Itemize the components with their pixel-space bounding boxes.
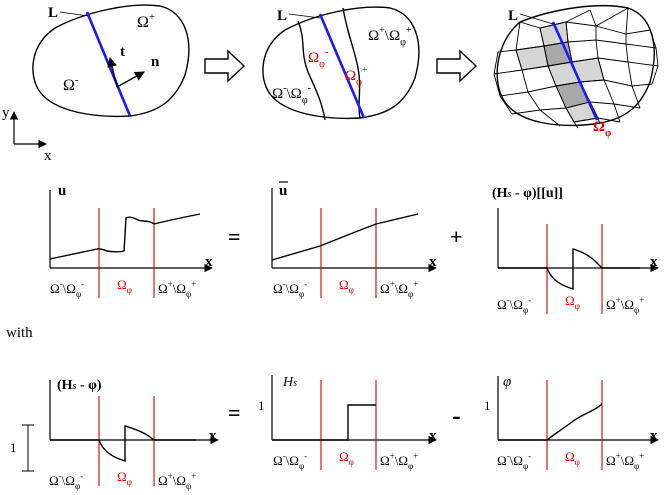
region-right-hsphi: Ω+\Ωφ+	[158, 471, 196, 491]
omega-phi-minus-2: Ωφ-	[308, 47, 328, 70]
domain-panel-2: L Ω+\Ωφ+ Ω-\Ωφ- Ωφ- Ωφ+	[262, 6, 420, 121]
axis-x-hs-minus-phi: x	[209, 428, 217, 444]
axis-x-phi: x	[650, 428, 658, 444]
mesh-panel: L Ωφ	[493, 4, 659, 139]
graph-u: u x Ω-\Ωφ- Ωφ Ω+\Ωφ+	[49, 183, 213, 299]
region-left-hsphi: Ω-\Ωφ-	[49, 471, 83, 491]
region-mid-ubar: Ωφ	[339, 277, 354, 295]
omega-plus-1: Ω+	[137, 11, 155, 31]
region-left-enriched: Ω-\Ωφ-	[497, 295, 531, 315]
label-ubar: u	[279, 183, 287, 199]
region-left-phi: Ω-\Ωφ-	[497, 451, 531, 471]
L-leader-1	[59, 11, 89, 17]
label-n: n	[151, 54, 160, 70]
graph-ubar: u x Ω-\Ωφ- Ωφ Ω+\Ωφ+	[271, 181, 437, 299]
axis-x-label: x	[44, 148, 52, 164]
region-left-ubar: Ω-\Ωφ-	[273, 279, 307, 299]
omega-plus-minus-phi-plus-2: Ω+\Ωφ+	[368, 25, 412, 48]
curve-enriched	[498, 248, 640, 290]
mesh-outline	[496, 4, 655, 127]
region-mid-phi: Ωφ	[565, 449, 580, 467]
domain-outline-1	[32, 4, 190, 118]
omega-phi-plus-2: Ωφ+	[345, 65, 368, 88]
graph-hs-minus-phi: (Hs - φ) x Ω-\Ωφ- Ωφ Ω+\Ωφ+	[49, 378, 219, 491]
label-L-3: L	[508, 8, 518, 24]
coordinate-axes: y x	[2, 105, 52, 164]
right-arrow-icon	[204, 49, 246, 83]
graph-hs: Hs 1 x Ω-\Ωφ- Ωφ Ω+\Ωφ+	[258, 375, 437, 471]
region-mid-enriched: Ωφ	[565, 293, 580, 311]
unit-scale-bar: 1	[10, 424, 34, 472]
phi-tick-one: 1	[484, 398, 491, 413]
axis-y-label: y	[2, 105, 10, 121]
region-left-hs: Ω-\Ωφ-	[273, 451, 307, 471]
graph-enriched: (Hs - φ)[[u]] x Ω-\Ωφ- Ωφ Ω+\Ωφ+	[492, 186, 659, 315]
omega-minus-1: Ω-	[63, 74, 79, 94]
label-enriched: (Hs - φ)[[u]]	[492, 186, 563, 201]
label-hs: Hs	[282, 375, 297, 390]
L-leader-2	[288, 13, 321, 19]
region-mid-u: Ωφ	[117, 277, 132, 295]
vector-n	[116, 71, 145, 88]
region-mid-hs: Ωφ	[339, 449, 354, 467]
label-phi: φ	[503, 374, 511, 390]
hs-tick-one: 1	[258, 398, 265, 413]
domain-panel-1: L Ω+ Ω- t n	[32, 4, 190, 118]
label-hs-minus-phi: (Hs - φ)	[57, 378, 102, 393]
equals-sign-2: =	[228, 400, 241, 425]
interface-line-L-1	[85, 11, 132, 117]
graph-phi: φ 1 x Ω-\Ωφ- Ωφ Ω+\Ωφ+	[484, 374, 659, 471]
curve-hs	[272, 404, 376, 441]
region-right-phi: Ω+\Ωφ+	[606, 451, 644, 471]
interface-line-L-3	[551, 21, 599, 121]
minus-sign: -	[452, 401, 461, 430]
label-u: u	[58, 183, 66, 199]
curve-u	[49, 213, 201, 260]
region-right-ubar: Ω+\Ωφ+	[380, 279, 418, 299]
label-t: t	[120, 44, 125, 60]
axis-x-ubar: x	[429, 254, 437, 270]
L-leader-3	[519, 13, 554, 25]
band-boundary-left	[297, 20, 326, 121]
omega-phi-3: Ωφ	[593, 119, 611, 139]
axis-x-hs: x	[429, 428, 437, 444]
curve-ubar	[271, 213, 419, 261]
equals-sign-1: =	[228, 224, 241, 249]
region-right-u: Ω+\Ωφ+	[158, 279, 196, 299]
right-arrow-icon	[436, 49, 478, 83]
region-right-hs: Ω+\Ωφ+	[380, 451, 418, 471]
region-left-u: Ω-\Ωφ-	[50, 279, 84, 299]
interface-line-L-2	[318, 13, 366, 119]
label-L-2: L	[277, 8, 287, 24]
domain-outline-2	[262, 6, 420, 120]
curve-phi	[498, 403, 603, 441]
region-mid-hsphi: Ωφ	[117, 469, 132, 487]
label-L-1: L	[48, 5, 58, 21]
curve-hs-minus-phi	[50, 425, 196, 462]
scale-label-one: 1	[10, 440, 17, 455]
axis-x-enriched: x	[650, 254, 658, 270]
with-label: with	[6, 325, 33, 341]
axis-x-u: x	[205, 254, 213, 270]
region-right-enriched: Ω+\Ωφ+	[606, 295, 644, 315]
plus-sign: +	[450, 224, 463, 249]
omega-minus-minus-phi-minus-2: Ω-\Ωφ-	[272, 83, 311, 106]
vector-t	[107, 57, 118, 88]
